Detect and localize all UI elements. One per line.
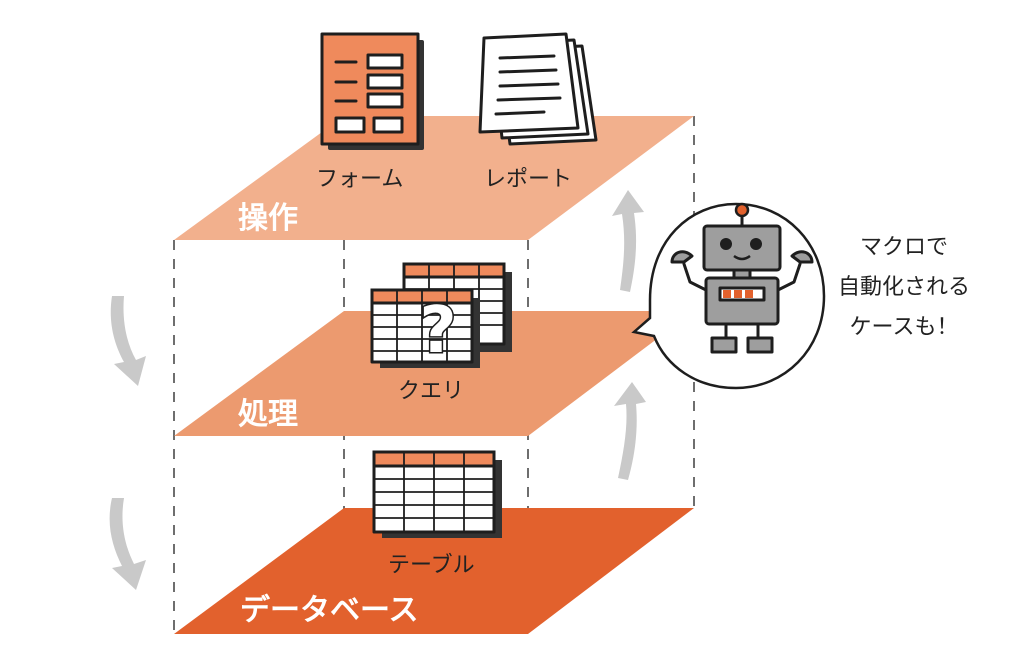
query-icon: ? xyxy=(370,262,512,370)
processing-layer-label: 処理 xyxy=(238,397,298,432)
robot-icon xyxy=(670,202,814,354)
operation-layer-label: 操作 xyxy=(238,201,298,236)
processing-layer xyxy=(174,311,694,436)
table-label: テーブル xyxy=(388,553,475,578)
bubble-line-1: マクロで xyxy=(860,235,948,260)
database-layer-label: データベース xyxy=(240,593,419,628)
operation-layer xyxy=(174,116,694,240)
form-label: フォーム xyxy=(316,167,403,192)
table-icon xyxy=(372,450,502,538)
report-label: レポート xyxy=(484,167,572,192)
form-icon xyxy=(320,32,424,150)
up-arrow-icon xyxy=(612,190,644,292)
database-layer xyxy=(174,508,694,634)
query-label: クエリ xyxy=(398,379,464,404)
bubble-line-2: 自動化される xyxy=(838,275,970,300)
question-mark: ? xyxy=(419,294,456,368)
report-icon xyxy=(478,32,598,146)
down-arrow-icon xyxy=(109,498,146,590)
up-arrow-icon xyxy=(614,382,646,480)
down-arrow-icon xyxy=(110,296,146,386)
bubble-line-3: ケースも！ xyxy=(850,315,959,340)
